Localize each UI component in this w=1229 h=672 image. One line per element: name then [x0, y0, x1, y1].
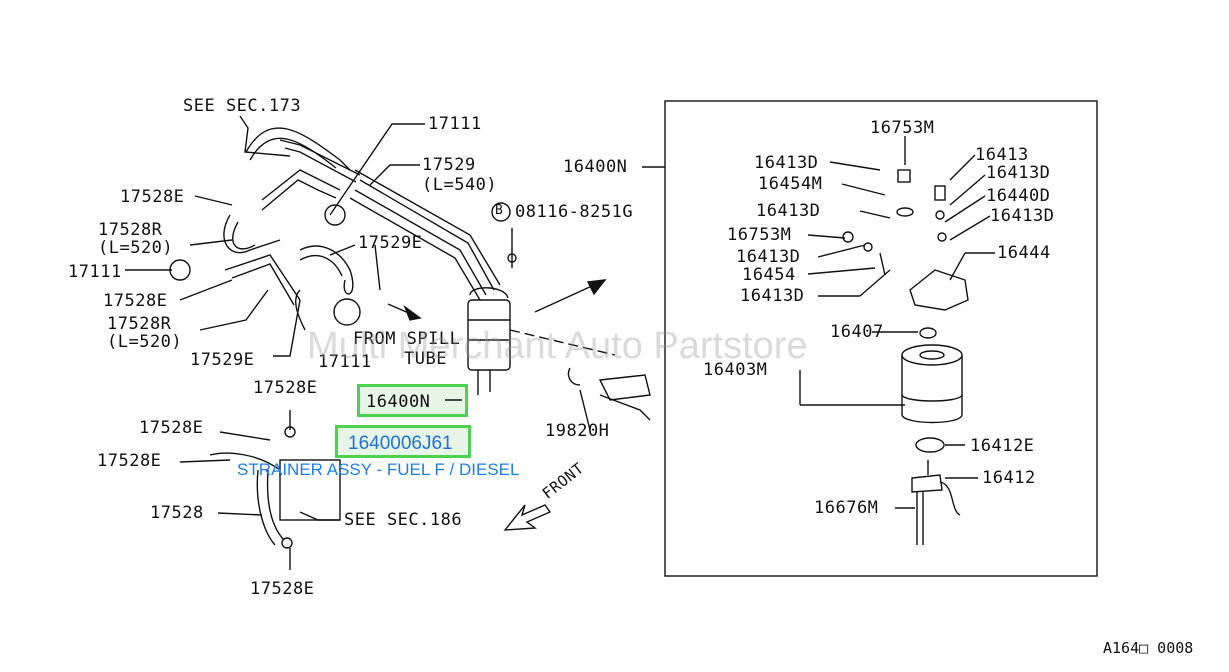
label-17528e-c: 17528E: [253, 378, 318, 398]
label-17529-a: 17529: [422, 155, 476, 175]
label-16753m-a: 16753M: [870, 118, 935, 138]
label-17528e-b: 17528E: [103, 291, 168, 311]
label-16676m: 16676M: [814, 498, 879, 518]
label-17528e-f: 17528E: [250, 579, 315, 599]
label-tube: TUBE: [404, 349, 447, 369]
label-16400n-box: 16400N: [563, 157, 628, 177]
label-16413d-c: 16413D: [756, 201, 821, 221]
label-16412: 16412: [982, 468, 1036, 488]
label-16407: 16407: [830, 322, 884, 342]
label-bolt-08116: 08116-8251G: [515, 202, 634, 222]
label-17528e-e: 17528E: [97, 451, 162, 471]
label-see-sec-173: SEE SEC.173: [183, 96, 302, 116]
label-17528: 17528: [150, 503, 204, 523]
label-17528r-a: 17528R: [98, 220, 163, 240]
label-17529e-a: 17529E: [358, 233, 423, 253]
label-17528e-a: 17528E: [120, 187, 185, 207]
label-from-spill: FROM SPILL: [353, 329, 461, 349]
label-l520-a: (L=520): [98, 238, 174, 258]
label-16413d-f: 16413D: [740, 286, 805, 306]
label-16454m: 16454M: [758, 174, 823, 194]
label-16413d-b: 16413D: [986, 163, 1051, 183]
label-17111-c: 17111: [318, 352, 372, 372]
label-17528r-b: 17528R: [107, 314, 172, 334]
label-16412e: 16412E: [970, 436, 1035, 456]
label-16413d-a: 16413D: [754, 153, 819, 173]
label-16403m: 16403M: [703, 360, 768, 380]
label-16413d-d: 16413D: [990, 206, 1055, 226]
label-17529e-b: 17529E: [190, 350, 255, 370]
label-16454: 16454: [742, 265, 796, 285]
label-16413d-e: 16413D: [736, 247, 801, 267]
label-l540: (L=540): [422, 175, 498, 195]
part-number-link[interactable]: 1640006J61: [348, 433, 453, 454]
label-see-sec-186: SEE SEC.186: [344, 510, 463, 530]
detail-frame: [664, 100, 1098, 577]
watermark: Multi Merchant Auto Partstore: [307, 325, 808, 367]
label-16753m-b: 16753M: [727, 225, 792, 245]
label-16440d: 16440D: [986, 186, 1051, 206]
figure-reference: A164□ 0008: [1103, 639, 1194, 657]
callout-highlight[interactable]: 16400N: [357, 384, 468, 417]
label-19820h: 19820H: [545, 421, 610, 441]
label-16413: 16413: [975, 145, 1029, 165]
label-17111-a: 17111: [428, 114, 482, 134]
part-description: STRAINER ASSY - FUEL F / DIESEL: [237, 460, 520, 479]
part-number-highlight[interactable]: 1640006J61: [335, 425, 471, 458]
label-17111-b: 17111: [68, 262, 122, 282]
label-l520-b: (L=520): [107, 332, 183, 352]
bolt-marker: B: [495, 203, 504, 218]
label-16444: 16444: [997, 243, 1051, 263]
label-17528e-d: 17528E: [139, 418, 204, 438]
callout-label: 16400N: [366, 392, 431, 412]
